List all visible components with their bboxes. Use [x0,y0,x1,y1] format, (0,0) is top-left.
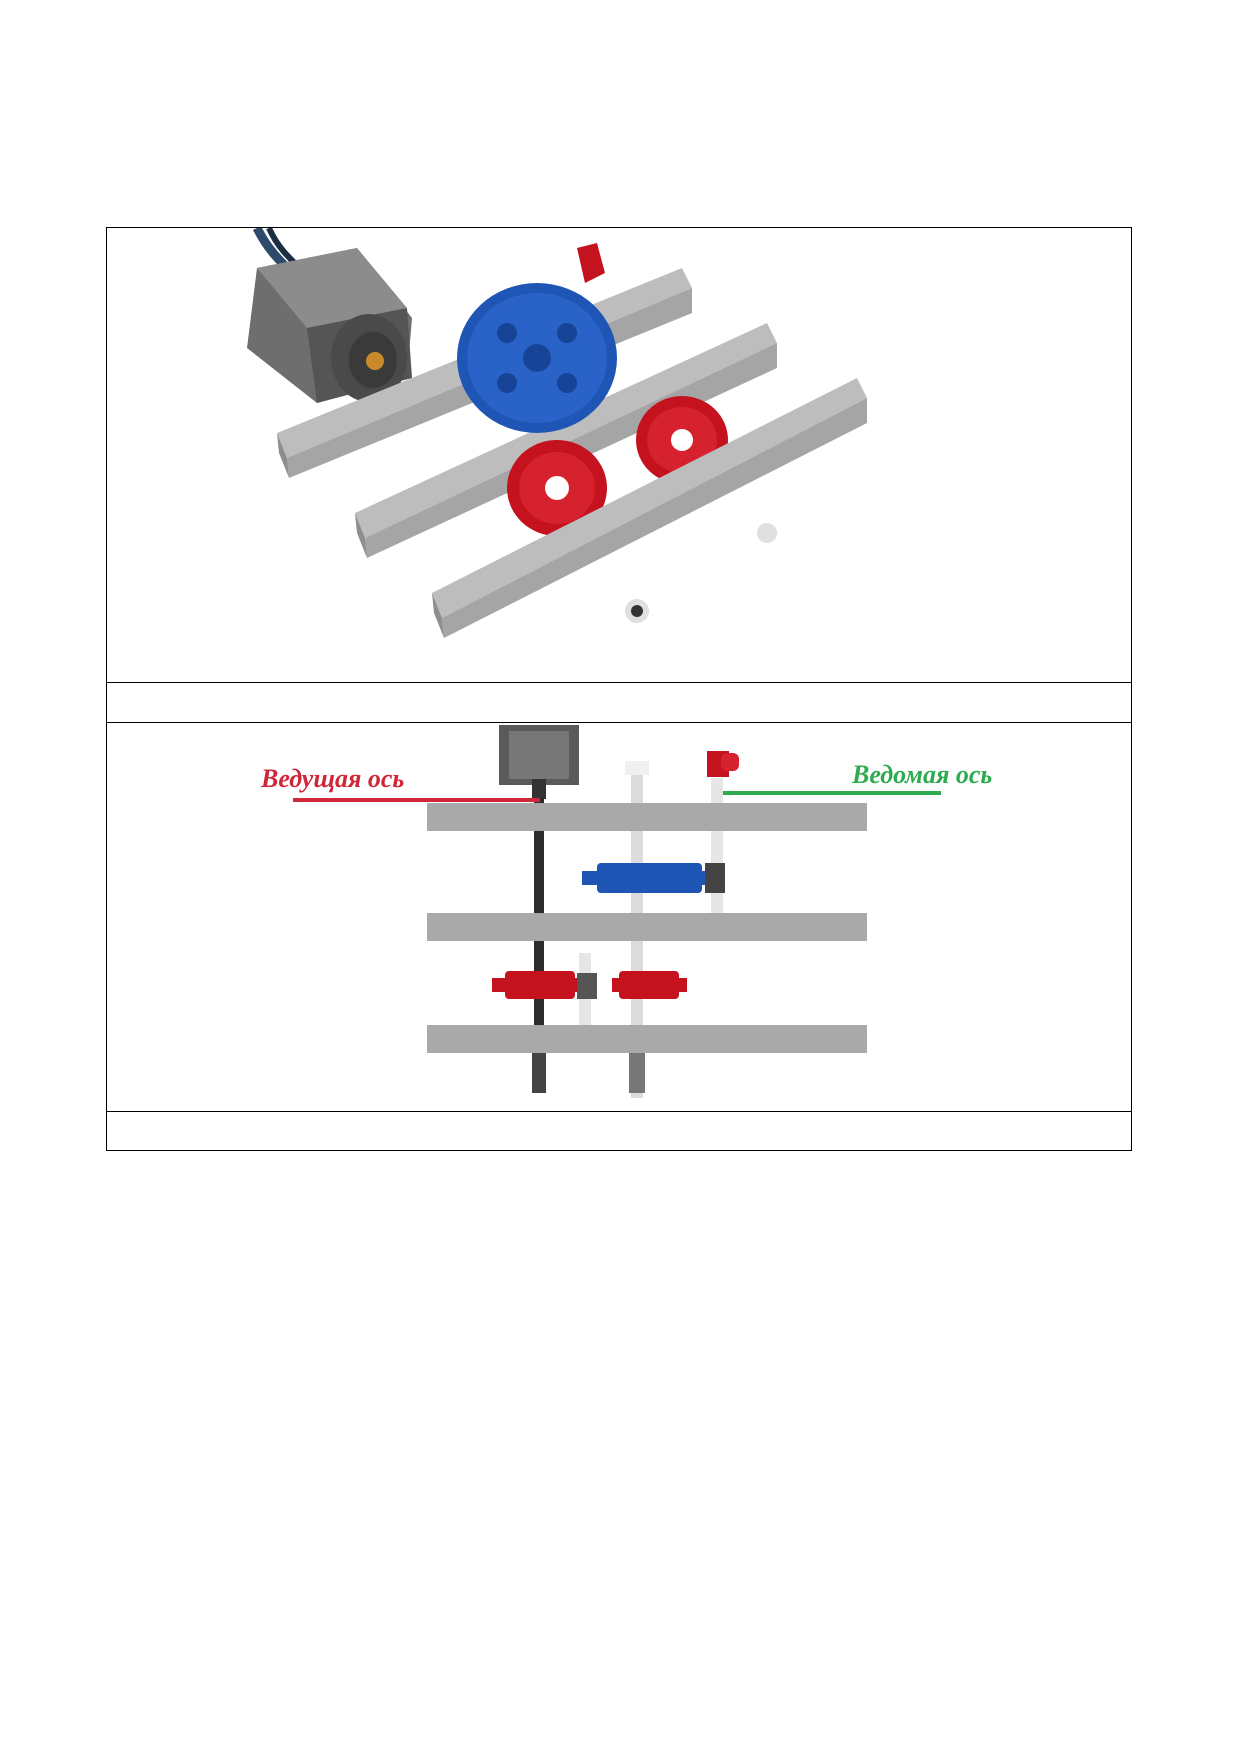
red-crank-shape [707,751,739,777]
motor-shape [247,248,412,403]
driven-axle [711,778,723,933]
caption-cell-top [107,683,1131,723]
motor-top-shape [499,725,579,799]
red-gear-left [507,440,607,536]
driving-axle [534,798,544,1093]
blue-gear-top-shape [582,863,725,893]
beam-bottom [427,1025,867,1053]
driving-axle-label: Ведущая ось [260,764,404,793]
beam-top [427,803,867,831]
lego-gearbox-top-view-image: Ведущая ось Ведомая ось [260,725,992,1098]
figure-cell-top-view: Ведущая ось Ведомая ось [107,723,1131,1112]
beam-front [432,378,867,638]
caption-cell-bottom [107,1112,1131,1150]
blue-gear-shape [457,283,617,433]
red-gears-top-shape [492,971,687,999]
figure-table: Ведущая ось Ведомая ось [106,227,1132,1151]
driven-axle-label: Ведомая ось [851,760,992,789]
lego-gearbox-perspective-image [247,228,867,638]
beam-middle-top [427,913,867,941]
figure-cell-perspective [107,228,1131,683]
